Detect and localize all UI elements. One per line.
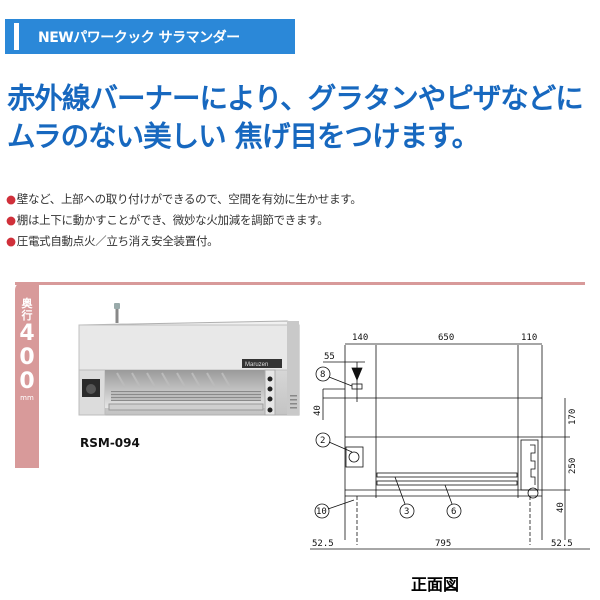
callout-10: 10 bbox=[316, 507, 327, 517]
dim-top-right: 110 bbox=[521, 333, 537, 343]
depth-label: 奥行 bbox=[21, 297, 33, 322]
dim-left-55: 55 bbox=[324, 352, 335, 362]
depth-digit: 0 bbox=[19, 369, 35, 394]
callout-8: 8 bbox=[320, 370, 325, 380]
section-header-bar: NEWパワークック サラマンダー bbox=[5, 19, 295, 54]
callout-6: 6 bbox=[451, 507, 456, 517]
svg-text:Maruzen: Maruzen bbox=[245, 362, 268, 368]
feature-item: ●圧電式自動点火／立ち消え安全装置付。 bbox=[6, 234, 219, 248]
feature-item: ●棚は上下に動かすことができ、微妙な火加減を調節できます。 bbox=[6, 213, 329, 227]
header-accent-stripe bbox=[14, 23, 19, 50]
dim-bottom-center: 795 bbox=[435, 539, 451, 549]
headline-line-2: ムラのない美しい 焦げ目をつけます。 bbox=[7, 120, 480, 153]
depth-badge: 奥行 4 0 0 mm bbox=[15, 282, 39, 468]
dim-top-center: 650 bbox=[438, 333, 454, 343]
product-photo: Maruzen bbox=[77, 301, 303, 419]
dim-bottom-right: 52.5 bbox=[551, 539, 573, 549]
dim-right-40: 40 bbox=[556, 502, 566, 513]
depth-digit: 0 bbox=[19, 345, 35, 370]
bullet-icon: ● bbox=[6, 213, 16, 227]
bullet-icon: ● bbox=[6, 192, 16, 206]
depth-digit: 4 bbox=[19, 321, 35, 346]
callout-3: 3 bbox=[404, 507, 409, 517]
headline-line-1: 赤外線バーナーにより、グラタンやピザなどに bbox=[7, 82, 584, 115]
dim-right-170: 170 bbox=[568, 409, 578, 425]
dim-top-left: 140 bbox=[352, 333, 368, 343]
bullet-icon: ● bbox=[6, 234, 16, 248]
feature-list: ●壁など、上部への取り付けができるので、空間を有効に生かせます。 ●棚は上下に動… bbox=[6, 189, 362, 252]
feature-item: ●壁など、上部への取り付けができるので、空間を有効に生かせます。 bbox=[6, 192, 362, 206]
section-divider bbox=[15, 282, 585, 285]
front-view-drawing: 140 650 110 55 40 170 250 40 52.5 795 52… bbox=[300, 320, 600, 600]
header-title: NEWパワークック サラマンダー bbox=[38, 30, 240, 46]
callout-2: 2 bbox=[320, 436, 325, 446]
dim-left-40: 40 bbox=[313, 405, 323, 416]
dim-right-250: 250 bbox=[568, 458, 578, 474]
depth-unit: mm bbox=[20, 394, 34, 402]
model-number: RSM-094 bbox=[80, 436, 140, 450]
dim-bottom-left: 52.5 bbox=[312, 539, 334, 549]
drawing-caption: 正面図 bbox=[411, 575, 460, 594]
headline: 赤外線バーナーにより、グラタンやピザなどに ムラのない美しい 焦げ目をつけます。 bbox=[7, 80, 597, 156]
